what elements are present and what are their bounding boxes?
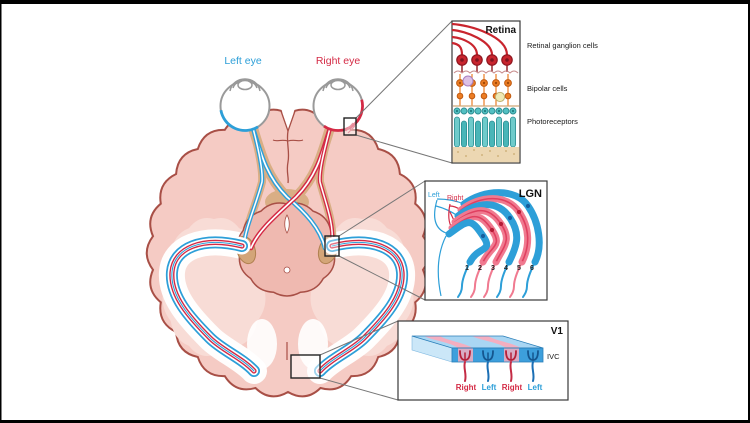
pigment-dots xyxy=(457,149,515,157)
v1-column-label-right: Right xyxy=(502,383,523,392)
lgn-left-label: Left xyxy=(428,192,440,199)
left-eye-afferent xyxy=(531,361,535,382)
retina-callout-line-top xyxy=(355,20,453,119)
left-lens xyxy=(237,79,253,91)
right-retina-lining xyxy=(323,99,364,132)
lgn-layer-number: 5 xyxy=(517,265,521,272)
frame-bottom xyxy=(0,420,750,423)
horizontal-cell xyxy=(494,91,506,103)
ganglion-cell-axons xyxy=(451,22,509,56)
retina-label-photoreceptors: Photoreceptors xyxy=(527,117,578,126)
ganglion-cells xyxy=(456,54,513,72)
lgn-layer-number: 3 xyxy=(491,265,495,272)
photoreceptors xyxy=(453,107,517,148)
frame-left xyxy=(0,0,2,423)
lgn-title: LGN xyxy=(519,188,542,200)
v1-ocular-stripe xyxy=(424,336,473,348)
v1-title: V1 xyxy=(551,326,564,337)
lgn-layer-dots xyxy=(480,203,531,239)
v1-column-labels: Right Left Right Left xyxy=(456,383,543,392)
frame-right xyxy=(748,0,750,423)
fissure-branches xyxy=(272,139,304,142)
v1-column-label-left: Left xyxy=(528,383,543,392)
frame-top xyxy=(0,0,750,4)
inset-retina: Retina Retinal ganglion cells Bipolar ce… xyxy=(451,20,598,164)
cerebral-aqueduct xyxy=(283,266,291,274)
right-lens xyxy=(330,79,346,91)
lgn-callout-line-top xyxy=(338,180,426,237)
retina-callout-line-bottom xyxy=(355,134,453,164)
v1-callout-line-top xyxy=(319,320,399,356)
v1-sample-box xyxy=(290,354,321,379)
amacrine-cell xyxy=(462,75,474,87)
v1-column-label-left: Left xyxy=(482,383,497,392)
right-eye-afferent xyxy=(463,361,467,382)
right-eye-afferent xyxy=(509,361,513,382)
inset-lgn: 1 2 3 4 5 6 LGN Left Right xyxy=(424,180,548,301)
retina-label-bipolar: Bipolar cells xyxy=(527,84,568,93)
left-eye xyxy=(219,78,271,132)
v1-slab-front xyxy=(452,348,543,362)
lgn-right-label: Right xyxy=(447,195,463,202)
optic-radiation-left xyxy=(163,234,263,380)
v1-ocular-stripe xyxy=(472,336,521,348)
bipolar-cells xyxy=(456,74,512,106)
lgn-layer-numbers: 1 2 3 4 5 6 xyxy=(465,265,534,272)
left-eye-nerve-uncrossed-gap xyxy=(243,127,263,245)
left-eye-afferent xyxy=(486,361,490,382)
lgn-layer-number: 1 xyxy=(465,265,469,272)
retina-label-ganglion: Retinal ganglion cells xyxy=(527,41,598,50)
v1-callout-line-bottom xyxy=(319,377,399,401)
right-eye-label: Right eye xyxy=(316,55,361,67)
v1-column-label-right: Right xyxy=(456,383,477,392)
plexiform-layer-divider xyxy=(453,70,519,74)
third-ventricle xyxy=(284,214,290,234)
optic-nerves xyxy=(241,125,335,251)
lgn-layer-number: 2 xyxy=(478,265,482,272)
lgn-sample-box xyxy=(324,235,340,257)
right-eye-nerve-uncrossed-gap xyxy=(319,127,334,244)
lgn-layer-number: 4 xyxy=(504,265,508,272)
lgn-layer-number: 6 xyxy=(530,265,534,272)
retina-title: Retina xyxy=(485,25,516,36)
frontal-notch xyxy=(281,108,295,131)
lgn-callout-line-bottom xyxy=(338,255,426,301)
v1-afferents xyxy=(459,350,539,382)
retina-sample-texture xyxy=(345,122,356,134)
pigment-epithelium xyxy=(452,147,520,163)
left-eye-label: Left eye xyxy=(224,55,262,67)
optic-radiation-right xyxy=(311,234,411,380)
occipital-white-left xyxy=(247,319,277,369)
callouts xyxy=(290,20,453,401)
left-retina-lining xyxy=(219,109,259,132)
inset-v1: IVC V1 Right Left Right Left xyxy=(397,320,569,401)
v1-ivc-label: IVC xyxy=(547,352,560,361)
brain: Left eye Right eye xyxy=(145,55,431,398)
